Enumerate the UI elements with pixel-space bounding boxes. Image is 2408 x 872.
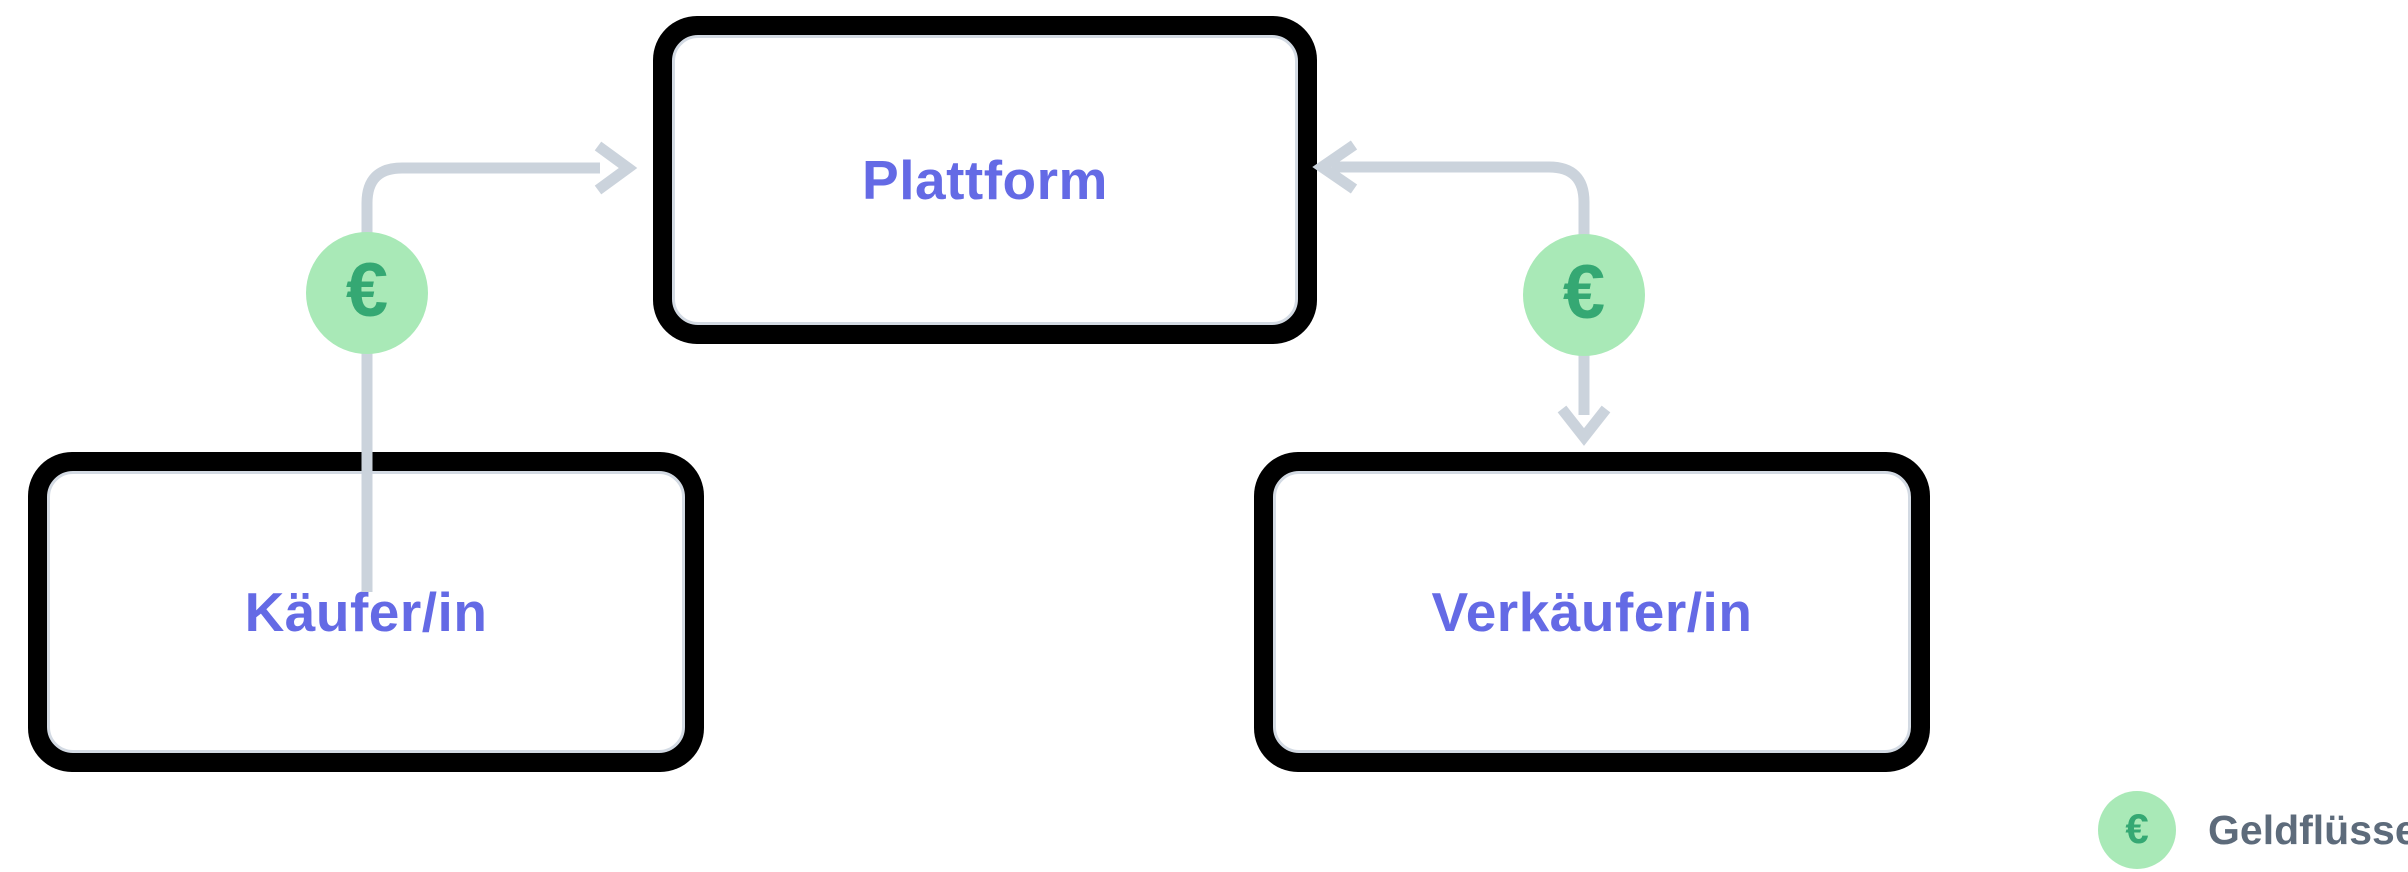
node-plattform-inner: Plattform [672, 35, 1298, 325]
node-plattform[interactable]: Plattform [653, 16, 1317, 344]
legend-geldfluesse: € Geldflüsse [2098, 791, 2408, 869]
euro-icon: € [2125, 805, 2149, 852]
arrowhead-left-icon [1312, 140, 1358, 194]
euro-icon: € [1562, 250, 1606, 335]
euro-icon: € [345, 248, 389, 333]
node-verkaeufer-inner: Verkäufer/in [1273, 471, 1911, 753]
node-verkaeufer-label: Verkäufer/in [1431, 581, 1753, 643]
euro-badge-kaeufer-flow: € [306, 232, 428, 354]
node-kaeufer[interactable]: Käufer/in [28, 452, 704, 772]
arrowhead-right-icon [594, 141, 638, 195]
node-kaeufer-inner: Käufer/in [47, 471, 685, 753]
legend-euro-icon: € [2098, 791, 2176, 869]
node-kaeufer-label: Käufer/in [244, 581, 488, 643]
node-verkaeufer[interactable]: Verkäufer/in [1254, 452, 1930, 772]
arrowhead-down-icon [1557, 405, 1611, 446]
legend-label: Geldflüsse [2208, 806, 2408, 853]
node-plattform-label: Plattform [862, 149, 1108, 211]
euro-badge-verkaeufer-flow: € [1523, 234, 1645, 356]
